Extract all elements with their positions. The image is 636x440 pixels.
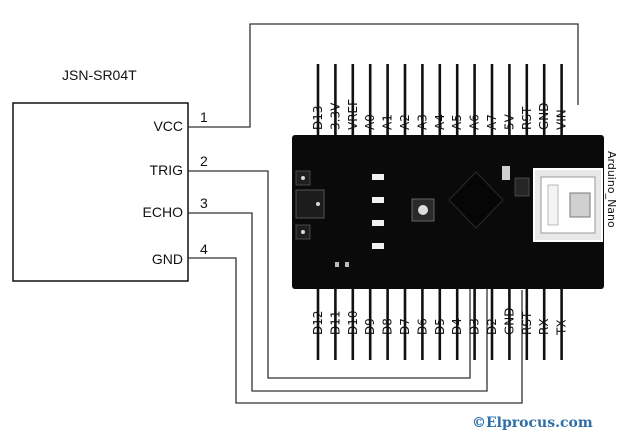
arduino-bottom-pin-label: GND bbox=[502, 307, 516, 335]
arduino-bottom-pin-label: RST bbox=[520, 311, 534, 335]
sensor-pin-label-trig: TRIG bbox=[150, 162, 183, 178]
sensor-title: JSN-SR04T bbox=[62, 67, 137, 83]
arduino-top-pin-label: GND bbox=[537, 102, 551, 130]
arduino-top-pin-label: A5 bbox=[450, 114, 464, 130]
sensor-pin-label-vcc: VCC bbox=[153, 118, 183, 134]
arduino-nano-board bbox=[292, 135, 604, 289]
arduino-top-pin-label: A2 bbox=[398, 114, 412, 130]
arduino-bottom-pin-label: D2 bbox=[485, 318, 499, 335]
wire-vcc-to-vin bbox=[188, 23, 579, 128]
arduino-top-pin-label: A6 bbox=[468, 114, 482, 130]
arduino-bottom-pin-label: D5 bbox=[433, 318, 447, 335]
arduino-bottom-pin-label: D12 bbox=[311, 310, 325, 335]
sensor-module-box bbox=[12, 102, 189, 282]
usb-connector bbox=[533, 168, 603, 242]
arduino-bottom-pin-label: D6 bbox=[415, 318, 429, 335]
arduino-top-pin-label: 5V bbox=[502, 113, 516, 130]
arduino-bottom-pin-label: RX bbox=[537, 318, 551, 335]
arduino-bottom-pin-label: D4 bbox=[450, 318, 464, 335]
arduino-bottom-pin-label: D3 bbox=[468, 318, 482, 335]
sensor-pin-number-1: 1 bbox=[200, 109, 208, 125]
sensor-pin-number-2: 2 bbox=[200, 153, 208, 169]
watermark: ©Elprocus.com bbox=[472, 415, 593, 431]
arduino-bottom-pin-label: D11 bbox=[328, 310, 342, 335]
microcontroller-chip bbox=[448, 171, 504, 229]
sensor-pin-label-gnd: GND bbox=[152, 251, 183, 267]
arduino-top-pin-label: RST bbox=[520, 106, 534, 130]
sensor-pin-label-echo: ECHO bbox=[143, 204, 184, 220]
arduino-top-pin-label: D13 bbox=[311, 105, 325, 130]
arduino-bottom-pin-label: TX bbox=[555, 319, 569, 336]
wire-echo-to-d3 bbox=[188, 212, 488, 392]
arduino-top-pin-label: 3.3V bbox=[328, 102, 342, 130]
arduino-top-pin-label: VIN bbox=[555, 109, 569, 130]
sensor-pin-number-3: 3 bbox=[200, 195, 208, 211]
arduino-top-pin-label: A4 bbox=[433, 114, 447, 130]
arduino-title: Arduino_Nano bbox=[605, 151, 618, 228]
wire-trig-to-d4 bbox=[188, 170, 471, 379]
arduino-top-pin-label: VREF bbox=[346, 99, 360, 130]
arduino-bottom-pin-label: D9 bbox=[363, 318, 377, 335]
arduino-bottom-pin-label: D8 bbox=[381, 318, 395, 335]
arduino-top-pin-label: A1 bbox=[381, 114, 395, 130]
arduino-top-pin-label: A3 bbox=[415, 114, 429, 130]
arduino-bottom-pin-label: D7 bbox=[398, 318, 412, 335]
arduino-bottom-pin-label: D10 bbox=[346, 310, 360, 335]
arduino-top-pin-label: A7 bbox=[485, 114, 499, 130]
arduino-top-pin-label: A0 bbox=[363, 114, 377, 130]
sensor-pin-number-4: 4 bbox=[200, 241, 208, 257]
board-details bbox=[295, 166, 530, 267]
wire-gnd-to-gnd bbox=[188, 257, 523, 404]
